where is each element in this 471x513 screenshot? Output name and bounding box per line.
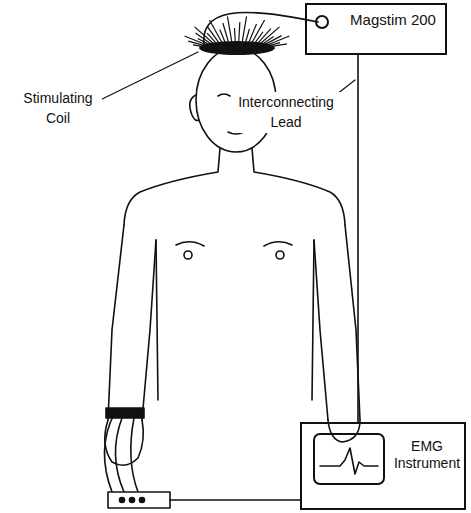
electrode-box — [108, 492, 170, 508]
shoulder — [124, 148, 220, 225]
coil-winding — [239, 22, 240, 42]
coil-winding — [242, 16, 246, 42]
coil-winding — [223, 23, 229, 42]
electrode-cable — [104, 414, 138, 492]
emg-trace — [320, 448, 378, 474]
coil-cable — [204, 12, 318, 44]
coil-winding — [220, 30, 225, 43]
ear — [190, 95, 199, 120]
node-label: EMG Instrument — [390, 438, 464, 472]
arm — [314, 240, 328, 420]
arm — [142, 240, 156, 420]
coil-winding — [185, 36, 209, 46]
lead-label: Interconnecting Lead — [232, 92, 340, 133]
coil-winding — [252, 20, 265, 43]
coil-winding — [195, 27, 215, 44]
electrode-socket — [140, 498, 145, 503]
hand — [105, 420, 144, 465]
emg-screen — [314, 434, 384, 484]
torso — [312, 240, 314, 400]
electrode-socket — [120, 498, 125, 503]
chest — [176, 242, 292, 246]
coil-label: Stimulating Coil — [14, 88, 102, 129]
leader-line — [92, 52, 198, 104]
interconnecting-lead — [357, 55, 359, 422]
stimulator-box: Magstim 200 — [305, 3, 447, 55]
output-socket — [316, 16, 328, 28]
nipple — [184, 251, 192, 259]
arm — [108, 225, 124, 420]
torso — [156, 240, 158, 400]
wristband — [106, 408, 144, 418]
coil-winding — [246, 29, 250, 42]
emg-instrument-box: EMG Instrument — [300, 422, 466, 510]
nipple — [276, 251, 284, 259]
coil-winding — [234, 28, 236, 42]
coil-winding — [249, 24, 257, 42]
stimulating-coil — [185, 16, 290, 55]
emg-wire — [170, 499, 300, 501]
shoulder — [252, 148, 345, 225]
electrode-socket — [130, 498, 135, 503]
coil-winding — [227, 16, 231, 42]
node-label: Magstim 200 — [343, 11, 443, 29]
coil-winding — [267, 44, 287, 47]
